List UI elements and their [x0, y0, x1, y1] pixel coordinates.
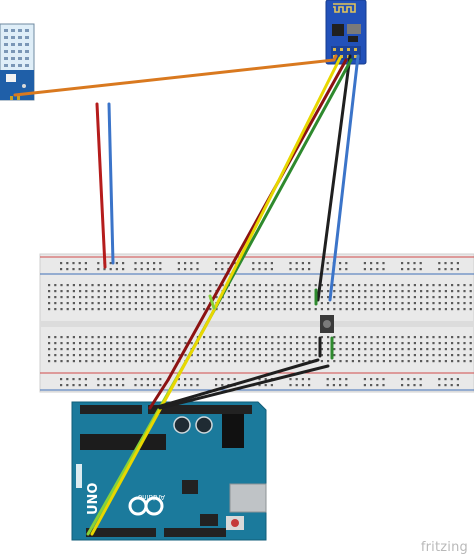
- arduino-uno-board: UNO Arduino: [71, 401, 267, 541]
- arduino-brand-text: Arduino: [138, 493, 165, 501]
- fritzing-watermark: fritzing: [420, 540, 468, 555]
- wire-black-1: [152, 358, 320, 410]
- esp8266-module: [325, 0, 367, 65]
- wire-yellow-esp: [208, 56, 342, 320]
- wire-black-2: [158, 364, 330, 410]
- breadboard: [39, 253, 474, 393]
- wire-blue-esp: [328, 54, 360, 302]
- push-button: [320, 315, 334, 333]
- dht-sensor: [0, 23, 35, 101]
- wire-blue-ground: [107, 102, 115, 265]
- wire-yellow-arduino: [90, 316, 212, 536]
- wire-orange: [13, 54, 338, 97]
- wire-red-power: [95, 102, 107, 269]
- wire-black-esp: [316, 54, 352, 302]
- wire-darkred-esp: [166, 58, 348, 382]
- uno-logo: UNO: [86, 483, 101, 516]
- wires: [13, 54, 360, 536]
- wire-darkred-arduino: [148, 378, 170, 410]
